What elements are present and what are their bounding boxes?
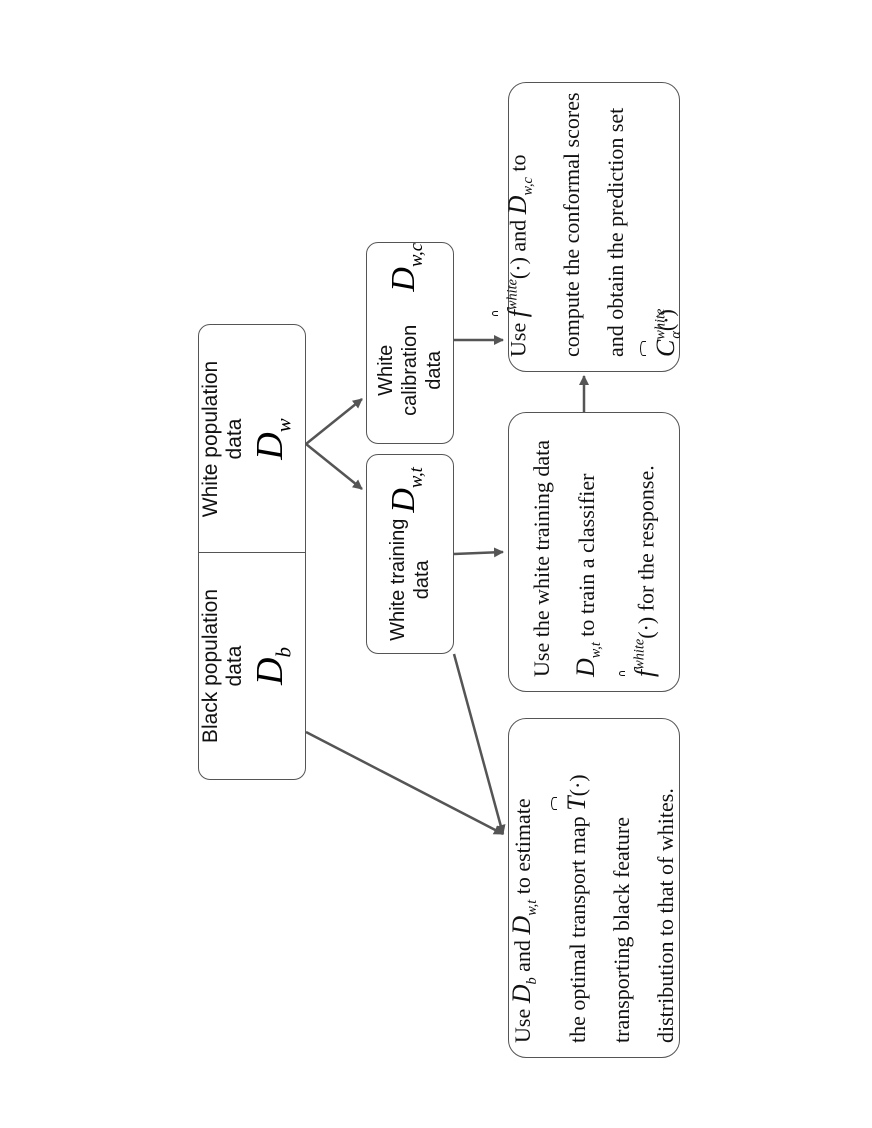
arrow-pop-to-calib bbox=[305, 398, 363, 445]
white-training-symbol: Dw,t bbox=[384, 467, 427, 513]
flow-diagram: Black population data Db White populatio… bbox=[186, 72, 686, 1072]
train-classifier-step-box: Use the white training data Dw,t to trai… bbox=[508, 412, 680, 692]
ot-line-1: Use Db and Dw,t to estimate bbox=[507, 798, 541, 1043]
arrow-train-to-ot bbox=[452, 653, 506, 835]
white-population-symbol: Dw bbox=[249, 418, 296, 460]
train-line-1: Use the white training data bbox=[528, 439, 554, 677]
conformal-line-3: and obtain the prediction set bbox=[603, 107, 628, 357]
black-population-symbol: Db bbox=[249, 647, 296, 685]
white-calibration-label: White calibration data bbox=[375, 324, 445, 416]
black-population-label: Black population data bbox=[199, 588, 247, 744]
diagram-canvas: Black population data Db White populatio… bbox=[186, 72, 686, 1072]
white-population-box: White population data Dw bbox=[199, 326, 305, 552]
arrow-black-to-ot bbox=[305, 730, 504, 836]
white-calibration-symbol: Dw,c bbox=[384, 243, 427, 292]
population-box: Black population data Db White populatio… bbox=[198, 324, 306, 780]
conformal-step-box: Use fwhite(·) and Dw,c to compute the co… bbox=[503, 82, 684, 372]
white-training-box: White training data Dw,t bbox=[366, 454, 454, 654]
conformal-line-4: Cwhiteα(·) bbox=[638, 97, 686, 357]
arrow-train-to-classifier bbox=[453, 547, 504, 558]
conformal-line-2: compute the conformal scores bbox=[559, 92, 584, 357]
train-line-3: fwhite(·) for the response. bbox=[618, 427, 669, 677]
white-training-label: White training data bbox=[387, 518, 433, 641]
white-calibration-box: White calibration data Dw,c bbox=[366, 242, 454, 444]
arrows-layer bbox=[305, 335, 589, 836]
ot-line-2: the optimal transport map T(·) bbox=[555, 733, 600, 1043]
ot-line-4: distribution to that of whites. bbox=[652, 788, 678, 1043]
conformal-line-1: Use fwhite(·) and Dw,c to bbox=[490, 97, 550, 358]
train-line-2: Dw,t to train a classifier bbox=[570, 473, 604, 677]
optimal-transport-step-box: Use Db and Dw,t to estimate the optimal … bbox=[507, 718, 680, 1058]
black-population-box: Black population data Db bbox=[199, 552, 305, 779]
ot-line-3: transporting black feature bbox=[608, 816, 634, 1043]
arrow-pop-to-train bbox=[305, 443, 363, 490]
white-population-label: White population data bbox=[199, 360, 247, 518]
